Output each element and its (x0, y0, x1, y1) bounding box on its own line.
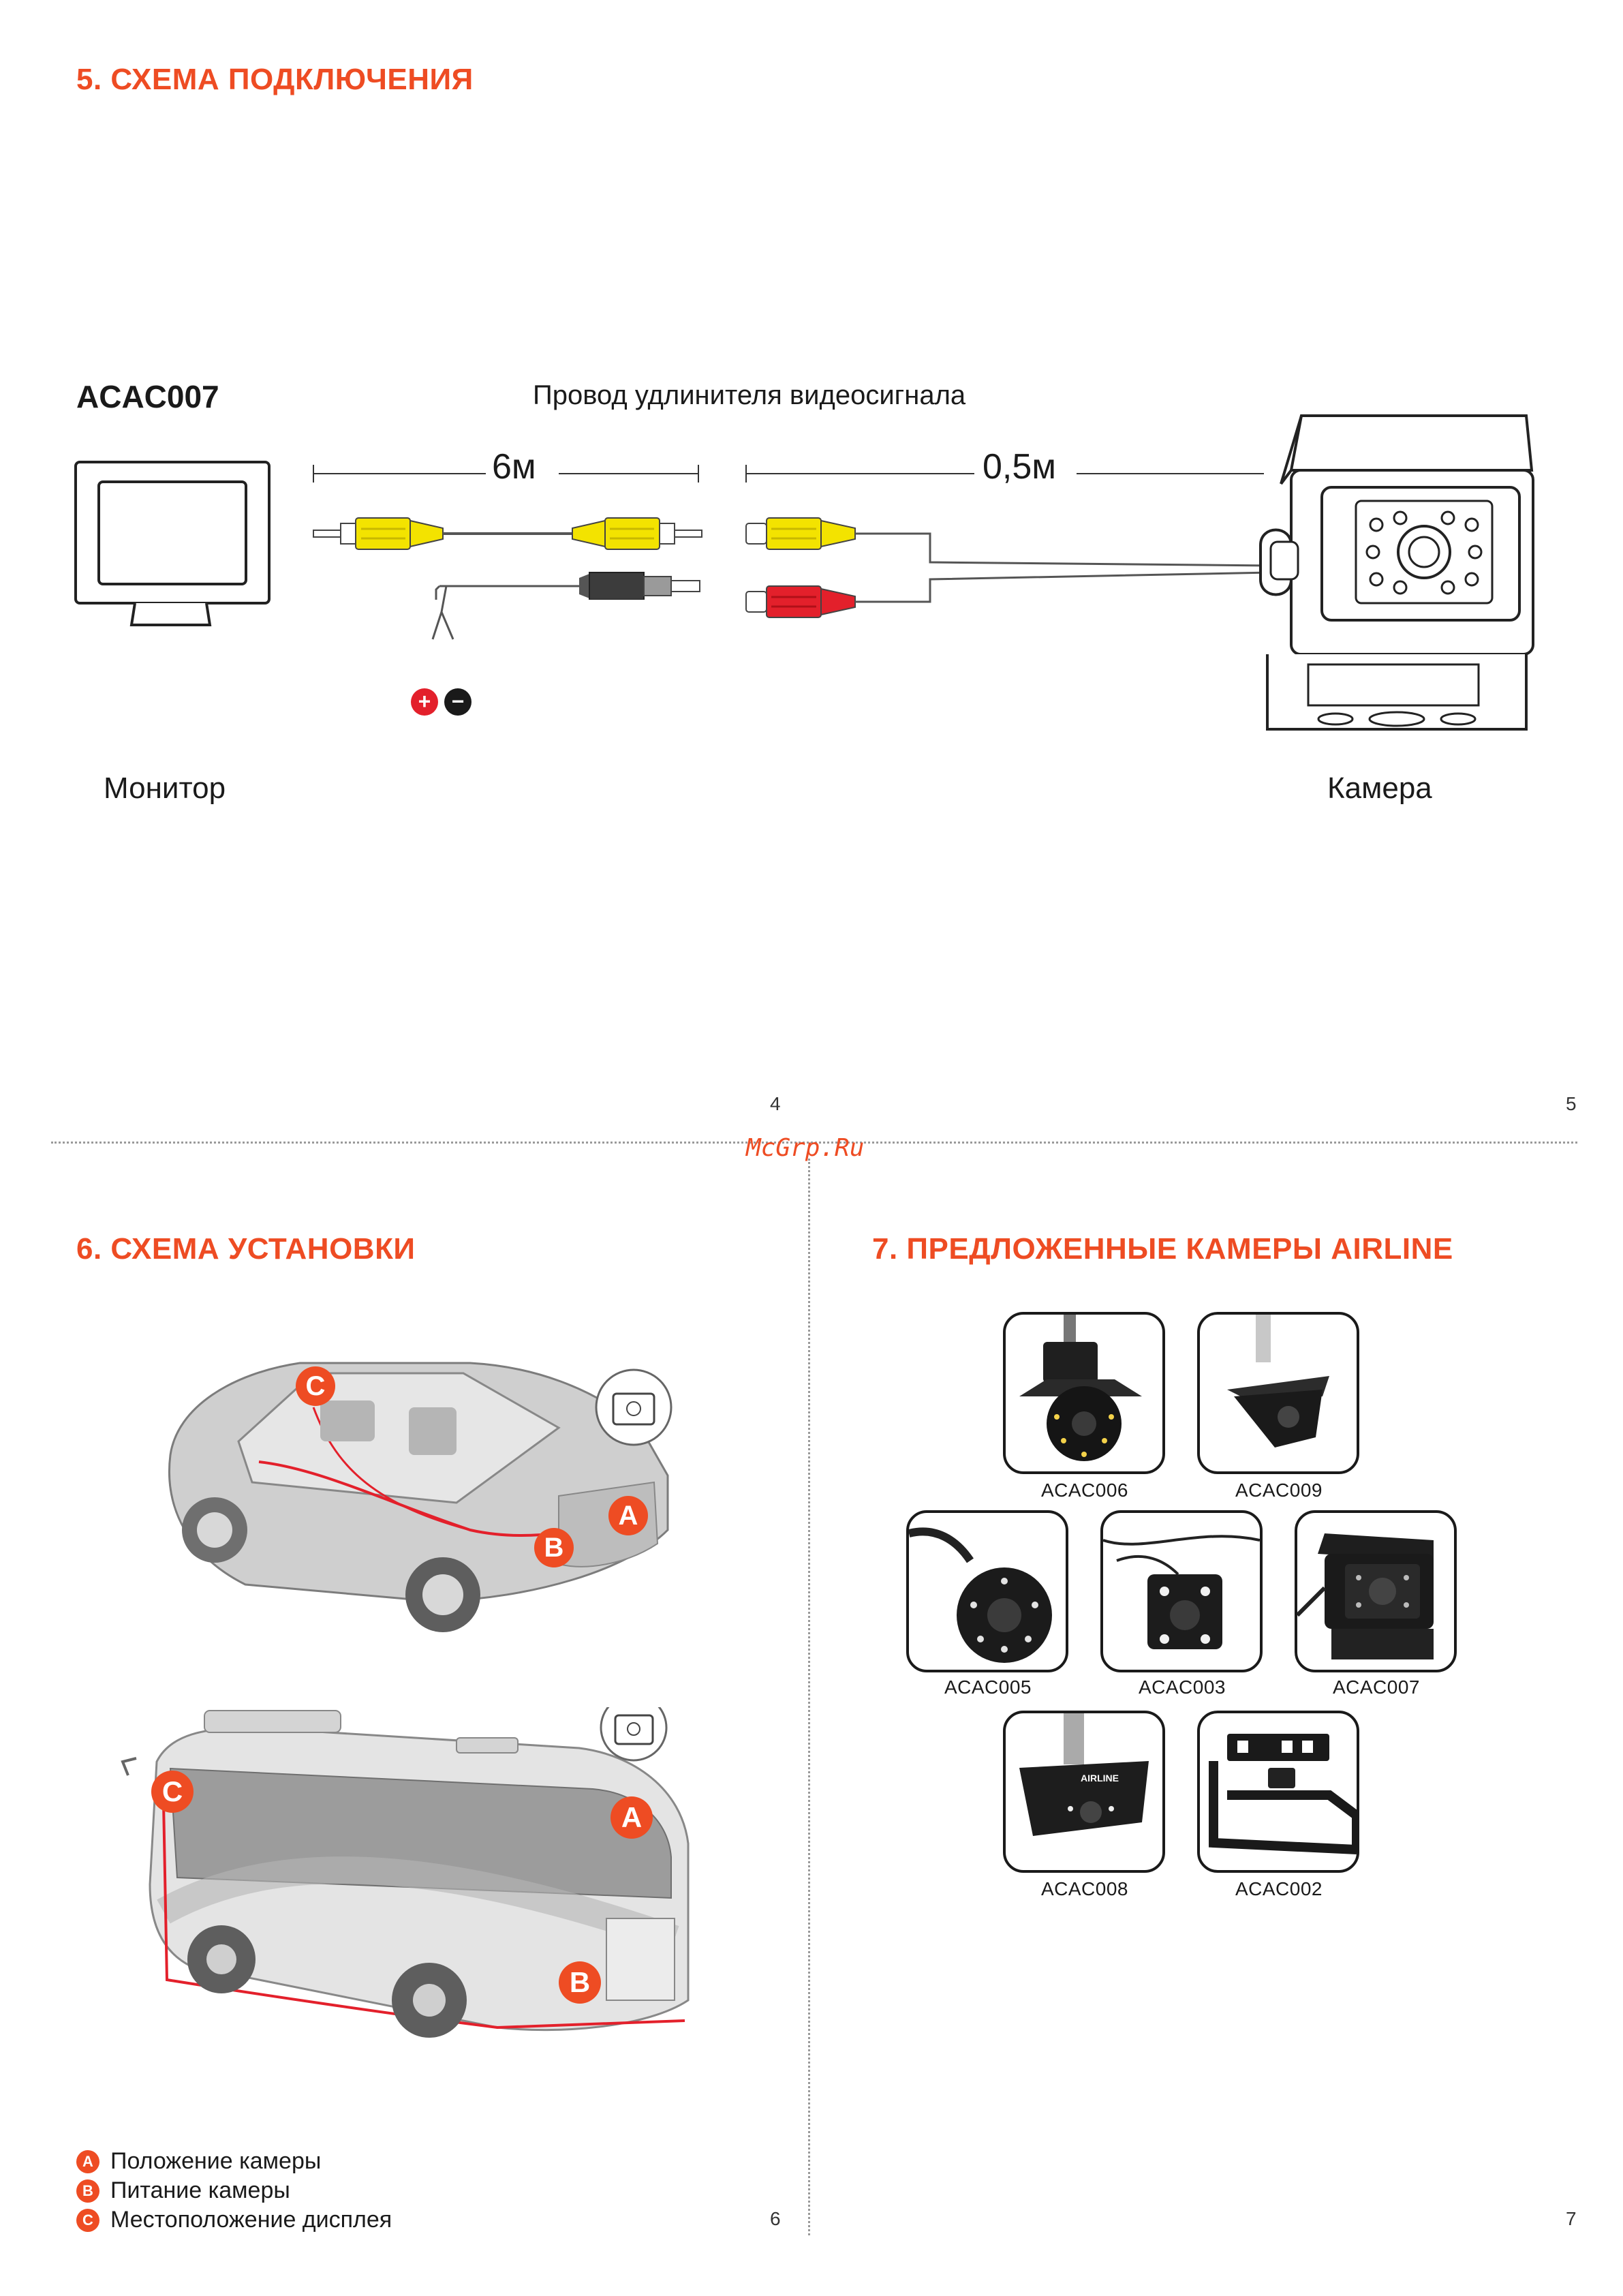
car-marker-a: A (608, 1496, 648, 1535)
caption-acac006: ACAC006 (1003, 1480, 1166, 1501)
monitor-illustration (74, 460, 271, 630)
caption-acac002: ACAC002 (1197, 1878, 1361, 1900)
monitor-label: Монитор (104, 771, 226, 806)
camera-thumb-acac006 (1003, 1312, 1165, 1474)
legend-text-b: Питание камеры (110, 2177, 290, 2204)
caption-acac005: ACAC005 (906, 1677, 1070, 1698)
caption-acac003: ACAC003 (1100, 1677, 1264, 1698)
vertical-divider (808, 1159, 810, 2235)
extension-cable (310, 504, 719, 600)
page-number-6: 6 (770, 2208, 781, 2230)
legend-text-a: Положение камеры (110, 2148, 321, 2175)
minus-terminal: − (444, 688, 472, 716)
bus-marker-c: C (151, 1771, 194, 1813)
legend-badge-c: C (76, 2209, 99, 2232)
camera-acac005-image (909, 1513, 1066, 1670)
legend-badge-b: B (76, 2179, 99, 2203)
model-code: ACAC007 (76, 378, 219, 415)
camera-thumb-acac003 (1100, 1510, 1263, 1672)
camera-illustration (1254, 402, 1540, 750)
camera-cable (743, 504, 1288, 641)
airline-brand-text: AIRLINE (1081, 1773, 1119, 1784)
page-number-4: 4 (770, 1093, 781, 1115)
legend-camera-power: B Питание камеры (76, 2177, 290, 2204)
camera-thumb-acac005 (906, 1510, 1068, 1672)
legend-camera-position: A Положение камеры (76, 2148, 321, 2175)
bus-marker-b: B (559, 1961, 601, 2004)
car-marker-b: B (534, 1528, 574, 1567)
camera-thumb-acac009 (1197, 1312, 1359, 1474)
watermark: McGrp.Ru (746, 1134, 864, 1162)
section5-title: 5. СХЕМА ПОДКЛЮЧЕНИЯ (76, 63, 474, 97)
caption-acac007: ACAC007 (1295, 1677, 1458, 1698)
camera-acac006-image (1006, 1315, 1162, 1471)
caption-acac008: ACAC008 (1003, 1878, 1166, 1900)
camera-acac003-image (1103, 1513, 1260, 1670)
camera-label: Камера (1327, 771, 1432, 806)
camera-thumb-acac007 (1295, 1510, 1457, 1672)
cable-label: Провод удлинителя видеосигнала (533, 380, 965, 411)
camera-acac002-image (1200, 1713, 1357, 1870)
section6-title: 6. СХЕМА УСТАНОВКИ (76, 1232, 416, 1266)
camera-thumb-acac008: AIRLINE (1003, 1711, 1165, 1873)
length-05m: 0,5м (983, 446, 1056, 487)
camera-acac009-image (1200, 1315, 1357, 1471)
legend-badge-a: A (76, 2150, 99, 2173)
dimension-lines (310, 457, 1271, 491)
legend-text-c: Местоположение дисплея (110, 2207, 392, 2233)
power-leads (395, 585, 491, 721)
legend-display-location: C Местоположение дисплея (76, 2207, 392, 2233)
bus-illustration (116, 1707, 702, 2048)
page-number-7: 7 (1566, 2208, 1577, 2230)
plus-terminal: + (411, 688, 438, 716)
caption-acac009: ACAC009 (1197, 1480, 1361, 1501)
camera-thumb-acac002 (1197, 1711, 1359, 1873)
camera-acac008-image: AIRLINE (1006, 1713, 1162, 1870)
camera-acac007-image (1297, 1513, 1454, 1670)
car-marker-c: C (296, 1366, 335, 1406)
length-6m: 6м (492, 446, 536, 487)
section7-title: 7. ПРЕДЛОЖЕННЫЕ КАМЕРЫ AIRLINE (872, 1232, 1453, 1266)
car-illustration (150, 1326, 681, 1639)
page-number-5: 5 (1566, 1093, 1577, 1115)
bus-marker-a: A (610, 1796, 653, 1839)
